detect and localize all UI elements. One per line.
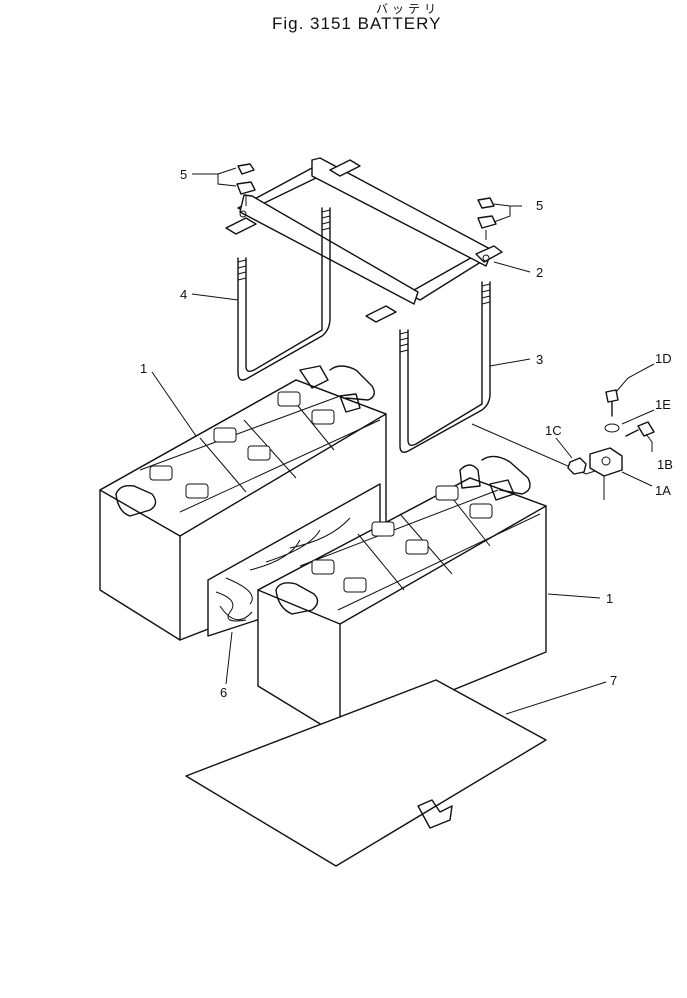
callout-2: 2 [536, 265, 544, 280]
callout-4: 4 [180, 287, 188, 302]
battery-tray [185, 679, 547, 867]
callout-6: 6 [220, 685, 228, 700]
callout-3: 3 [536, 352, 544, 367]
callout-5-right: 5 [536, 198, 544, 213]
leader-lines [151, 167, 655, 715]
j-bolt-left [237, 207, 331, 381]
callout-1-right: 1 [606, 591, 614, 606]
nuts-right [477, 197, 497, 240]
figure-title-katakana: バッテリ [376, 2, 441, 16]
nuts-left [236, 163, 256, 206]
callout-1-left: 1 [140, 361, 148, 376]
callout-1D: 1D [655, 351, 672, 366]
hold-down-frame [225, 157, 503, 323]
battery-front [257, 455, 547, 737]
callout-1A: 1A [655, 483, 671, 498]
callout-1C: 1C [545, 423, 562, 438]
callout-1E: 1E [655, 397, 671, 412]
terminal-clamp-assembly [471, 389, 655, 500]
j-bolt-right [399, 281, 491, 453]
callout-5-left: 5 [180, 167, 188, 182]
figure-title: Fig. 3151 BATTERY [272, 14, 442, 33]
callout-7: 7 [610, 673, 618, 688]
callout-1B: 1B [657, 457, 673, 472]
